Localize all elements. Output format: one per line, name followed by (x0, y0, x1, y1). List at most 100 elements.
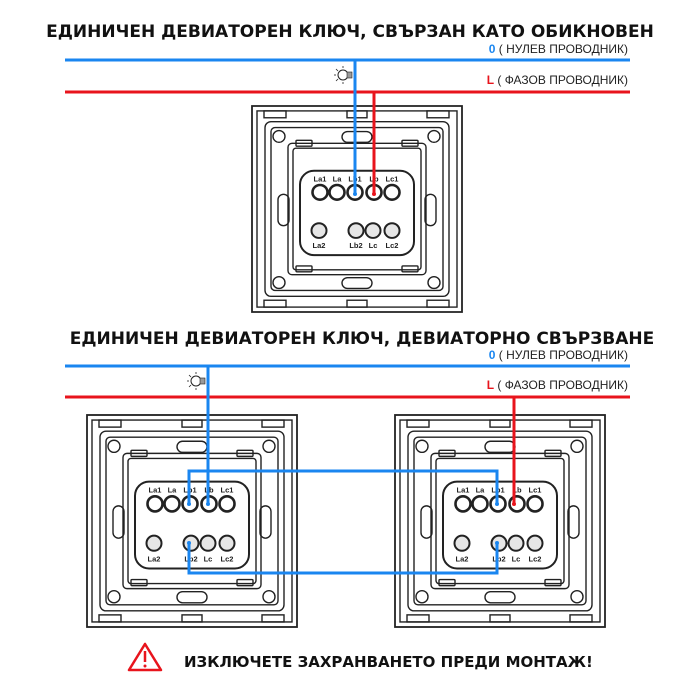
terminal-Lb2 (182, 534, 200, 552)
warning-triangle-icon (127, 642, 163, 672)
mechanism-clip (295, 265, 313, 273)
screw-hole (415, 589, 429, 604)
mechanism-inner (292, 147, 422, 271)
screw-hole (427, 275, 441, 290)
traveler-wire-1 (187, 469, 499, 504)
section-2-wires (65, 364, 630, 575)
terminal-label: La2 (456, 554, 469, 563)
section-1-phase-label: L ( ФАЗОВ ПРОВОДНИК) (487, 73, 628, 87)
bulb-glass (337, 69, 349, 81)
light-bulb-icon (334, 66, 353, 84)
inner-plate-edge (270, 126, 444, 292)
screw-hole (570, 439, 584, 454)
traveler-wire-2 (187, 543, 499, 575)
terminal-label: Lc1 (529, 486, 542, 495)
terminal-Lc1 (526, 494, 544, 513)
mount-tab (263, 110, 287, 119)
terminal-Lb (508, 494, 526, 513)
terminal-label: Lc2 (221, 554, 234, 563)
mount-tab (98, 614, 122, 623)
inner-plate (264, 121, 450, 297)
mount-tab (569, 614, 593, 623)
terminal-La (163, 494, 181, 513)
mount-slot (484, 440, 516, 454)
terminal-La1 (454, 494, 472, 513)
bulb-base (199, 377, 206, 385)
inner-plate-edge (413, 436, 587, 606)
terminal-block (442, 480, 558, 570)
neutral-code: 0 (489, 42, 496, 56)
terminal-Lc1 (383, 183, 401, 201)
mechanism-frame (430, 452, 570, 590)
mechanism-clip (236, 578, 254, 587)
terminal-Lc (507, 534, 525, 552)
bulb-glass (190, 375, 202, 387)
wire-contact (372, 192, 376, 196)
mechanism-clip (544, 449, 562, 458)
mechanism-inner (127, 457, 257, 585)
terminal-label: La1 (149, 486, 162, 495)
wire-contact (512, 502, 516, 506)
terminal-label: La (168, 486, 178, 495)
screw-hole (570, 589, 584, 604)
screw-hole (415, 439, 429, 454)
mechanism-clip (130, 578, 148, 587)
mechanism-clip (438, 449, 456, 458)
terminal-label: Lc1 (221, 486, 234, 495)
terminal-Lc (199, 534, 217, 552)
mount-slot (341, 130, 373, 143)
mount-tab (261, 419, 285, 428)
bulb-ray (188, 374, 192, 378)
terminal-label: Lc1 (386, 175, 399, 184)
mechanism-clip (544, 578, 562, 587)
terminal-La1 (146, 494, 164, 513)
mechanism-inner (435, 457, 565, 585)
terminal-label: Lb2 (349, 241, 362, 250)
mount-slot (277, 193, 290, 227)
terminal-label: Lb (512, 486, 522, 495)
mount-tab (98, 419, 122, 428)
wire-contact (187, 541, 191, 545)
terminal-label: Lb2 (184, 554, 197, 563)
mount-slot (484, 590, 516, 604)
light-bulb-icon (187, 372, 206, 390)
terminal-label: Lc (512, 554, 521, 563)
mount-slot (424, 193, 437, 227)
section-2-neutral-label: 0 ( НУЛЕВ ПРОВОДНИК) (489, 348, 628, 362)
phase-text: ( ФАЗОВ ПРОВОДНИК) (494, 378, 628, 392)
terminal-La (328, 183, 346, 201)
terminal-La2 (310, 222, 328, 239)
outer-frame (394, 414, 606, 628)
section-1-title: ЕДИНИЧЕН ДЕВИАТОРЕН КЛЮЧ, СВЪРЗАН КАТО О… (46, 22, 654, 42)
mount-tab (489, 614, 511, 623)
screw-hole (107, 589, 121, 604)
screw-hole (262, 589, 276, 604)
inner-plate (99, 430, 285, 612)
mount-tab (406, 419, 430, 428)
mount-slot (341, 276, 373, 290)
terminal-Lc (364, 222, 382, 239)
terminal-La1 (311, 183, 329, 201)
terminal-label: La (476, 486, 486, 495)
wire-contact (495, 502, 499, 506)
terminal-Lc2 (383, 222, 401, 239)
mount-tab (346, 299, 368, 308)
mount-slot (420, 505, 433, 539)
mechanism-clip (236, 449, 254, 458)
neutral-code: 0 (489, 348, 496, 362)
mount-slot (112, 505, 125, 539)
neutral-text: ( НУЛЕВ ПРОВОДНИК) (495, 42, 628, 56)
terminal-La2 (453, 534, 471, 552)
terminal-La (471, 494, 489, 513)
section-1-wires (65, 58, 630, 196)
mechanism-clip (130, 449, 148, 458)
section-2-phase-label: L ( ФАЗОВ ПРОВОДНИК) (487, 378, 628, 392)
bulb-base (346, 71, 353, 79)
terminal-La2 (145, 534, 163, 552)
warning-text: ИЗКЛЮЧЕТЕ ЗАХРАНВАНЕТО ПРЕДИ МОНТАЖ! (184, 653, 593, 671)
mechanism-clip (401, 139, 419, 147)
terminal-label: Lc2 (529, 554, 542, 563)
terminal-label: La (333, 175, 343, 184)
